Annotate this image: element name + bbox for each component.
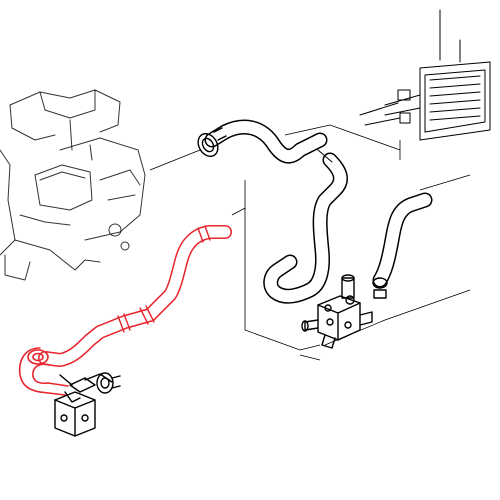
heater-core-housing: [359, 9, 491, 141]
heater-return-hose: [372, 192, 433, 299]
heater-valve: [301, 274, 373, 349]
engine-block: [0, 89, 146, 281]
highlighted-hose: [18, 225, 232, 396]
auxiliary-water-pump: [54, 372, 121, 437]
heater-supply-hose: [263, 149, 348, 304]
upper-coolant-hose: [197, 119, 328, 164]
